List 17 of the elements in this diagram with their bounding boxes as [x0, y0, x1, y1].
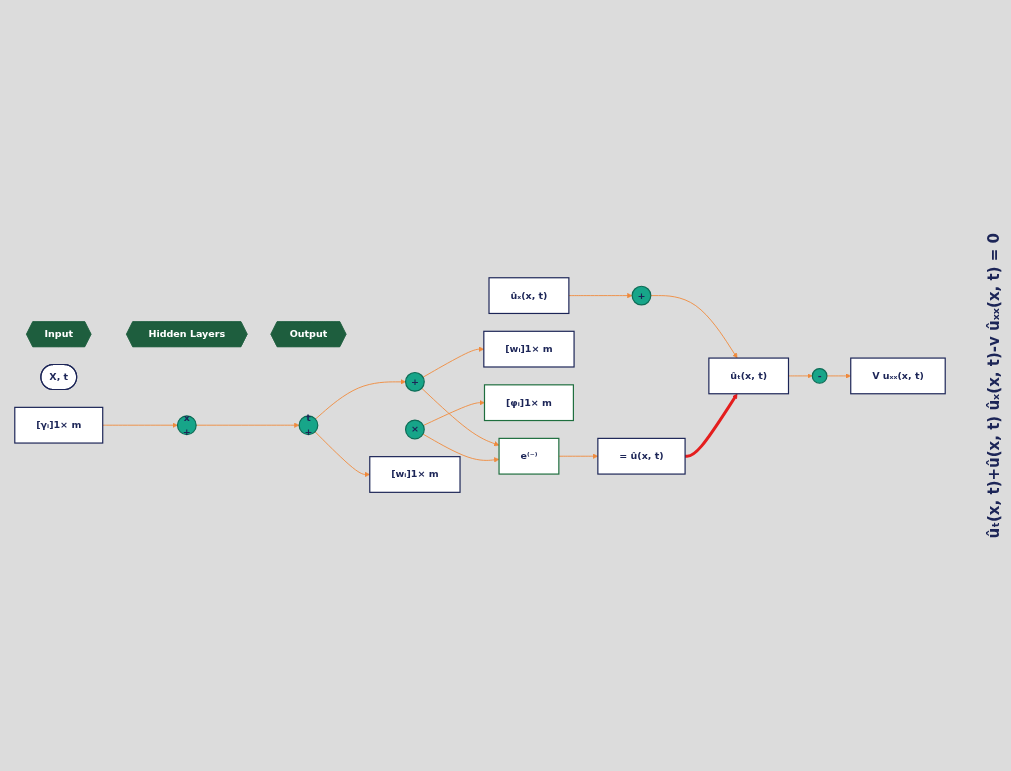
node-box: V uₓₓ(x, t)	[850, 357, 946, 395]
node-circle: t +	[298, 415, 319, 436]
node-box: ûₜ(x, t)	[708, 357, 790, 395]
arrow	[685, 393, 738, 458]
node-circle: +	[404, 371, 425, 392]
node-box: e⁽⁻⁾	[498, 437, 560, 475]
node-circle: x +	[176, 415, 197, 436]
node-box: ûₓ(x, t)	[488, 277, 570, 314]
node-box: = û(x, t)	[597, 437, 686, 475]
equation-label: ûₜ(x, t)+û(x, t) ûₓ(x, t)-v ûₓₓ(x, t) = 0	[985, 232, 1003, 539]
node-box: [φᵢ]1× m	[483, 384, 574, 422]
node-box: [wᵢ]1× m	[369, 456, 461, 493]
node-circle: ×	[404, 419, 425, 440]
node-box: [wᵢ]1× m	[483, 330, 575, 368]
node-circle: -	[811, 367, 828, 384]
node-circle: +	[631, 285, 652, 306]
node-box: [γᵢ]1× m	[14, 406, 104, 444]
